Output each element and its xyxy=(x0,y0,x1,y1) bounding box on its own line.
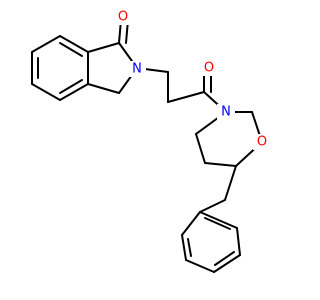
label-pad-lactam-nitrogen xyxy=(128,61,146,77)
bond-morph-4 xyxy=(204,162,237,167)
molecule-structure-diagram: O N O N O xyxy=(31,9,271,273)
bond-benzo-inner-2 xyxy=(59,79,83,94)
label-pad-morpholine-oxygen xyxy=(253,134,271,150)
ketone-oxygen-label: O xyxy=(204,61,214,76)
bond-benzyl-2 xyxy=(199,199,226,213)
bond-benzyl-1 xyxy=(224,165,237,201)
bond-benzo-3 xyxy=(31,83,61,101)
bond-benzo-inner-3 xyxy=(59,42,83,57)
bond-phenyl-2 xyxy=(181,234,187,261)
bond-benzo-1 xyxy=(31,35,61,53)
bond-phenyl-6 xyxy=(199,211,238,229)
label-pad-ketone-oxygen xyxy=(200,60,218,76)
bond-phenyl-5 xyxy=(236,227,241,256)
bond-phenyl-4 xyxy=(213,254,241,273)
bond-benzo-6 xyxy=(59,35,89,53)
morpholine-oxygen-label: O xyxy=(257,135,267,150)
bond-lactam-4 xyxy=(87,83,120,94)
label-pad-lactam-oxygen xyxy=(114,9,132,25)
bond-phenyl-inner-1 xyxy=(187,238,192,257)
lactam-nitrogen-label: N xyxy=(132,62,142,77)
bond-phenyl-1 xyxy=(181,211,201,236)
atom-label-layer: O N O N O xyxy=(114,9,271,150)
bond-phenyl-inner-3 xyxy=(204,217,231,230)
bond-phenyl-inner-2 xyxy=(214,251,235,266)
bond-lactam-1 xyxy=(87,42,120,53)
carbonyl-oxygen-label-left: O xyxy=(118,10,128,25)
bond-chain-3 xyxy=(167,91,205,103)
bond-layer xyxy=(31,19,263,273)
label-pad-morpholine-nitrogen xyxy=(217,104,235,120)
bond-benzo-4 xyxy=(59,83,89,101)
morpholine-nitrogen-label: N xyxy=(221,105,231,120)
bond-morph-5 xyxy=(195,133,206,164)
bond-phenyl-3 xyxy=(185,259,215,273)
